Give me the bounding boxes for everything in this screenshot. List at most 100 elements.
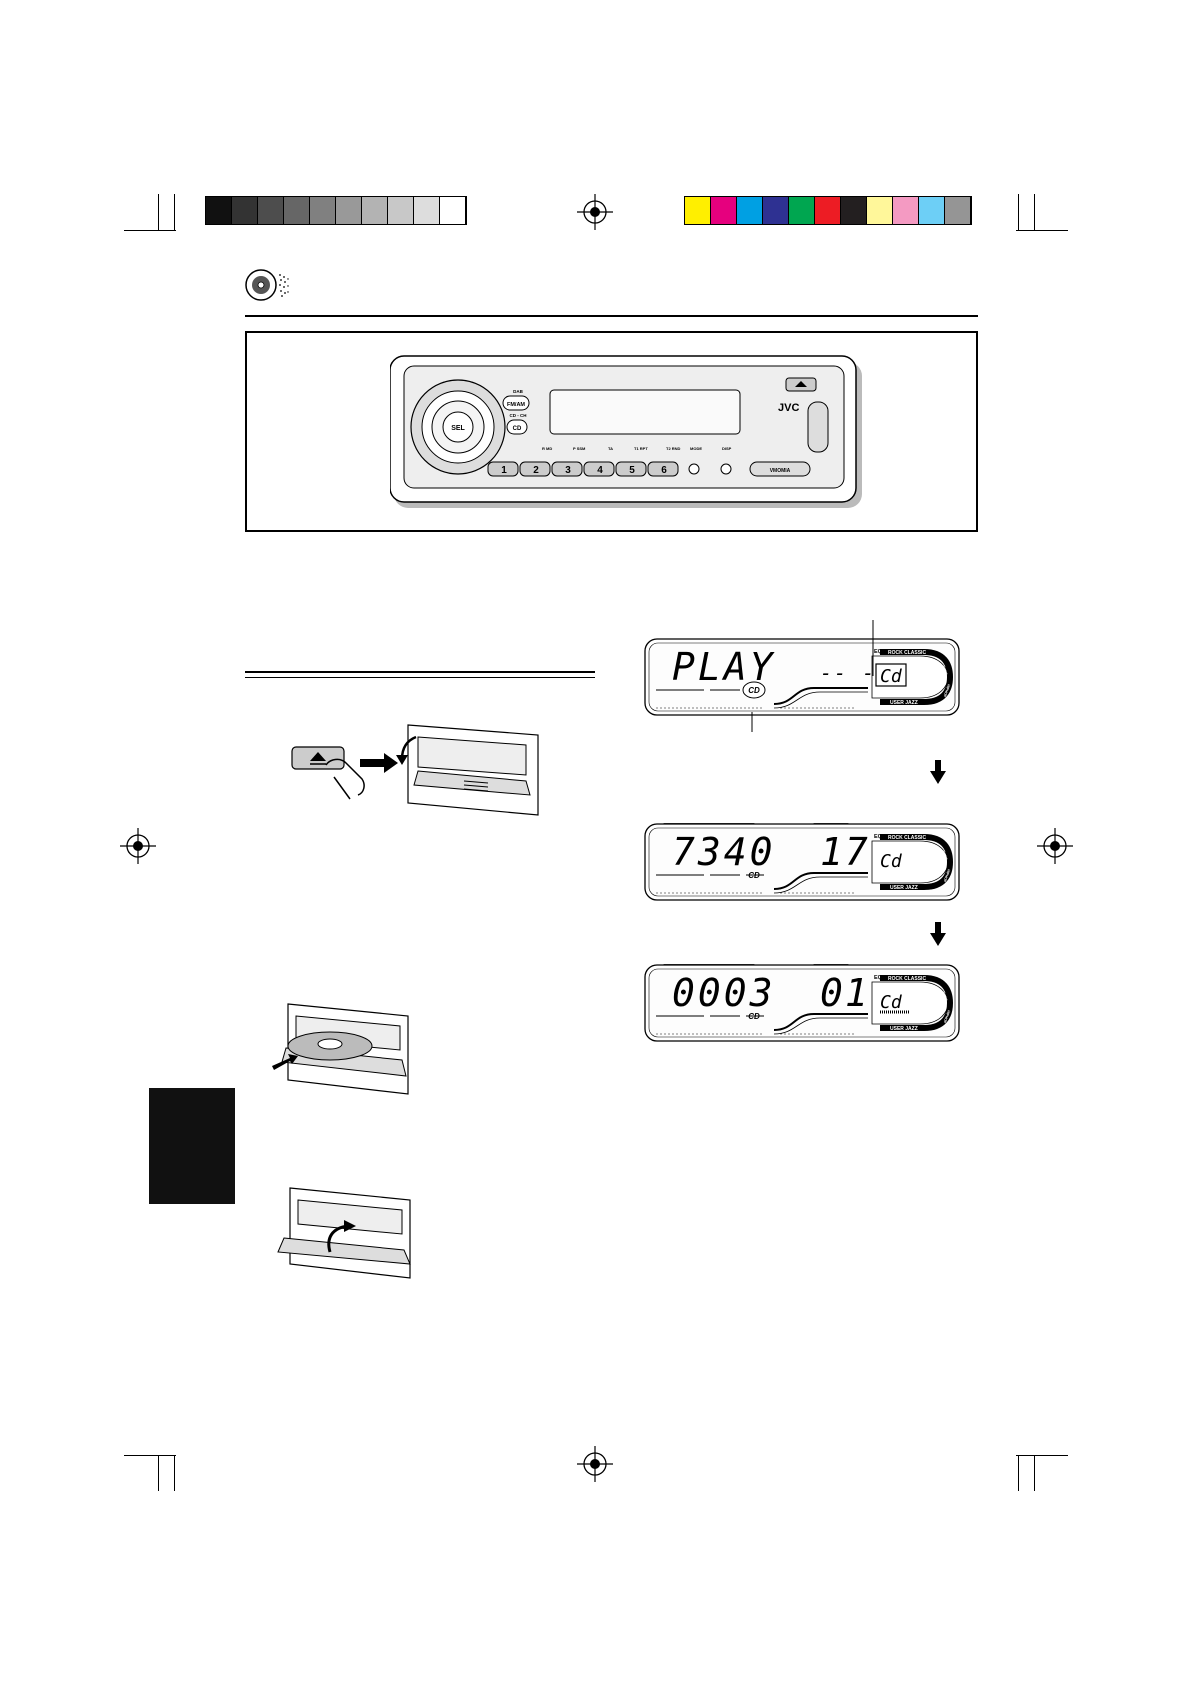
lcd-eq-right-top: POPS (941, 850, 948, 861)
color-swatch (841, 197, 867, 224)
color-swatch (737, 197, 763, 224)
gray-swatch (206, 197, 232, 224)
preset-function-label: P SSM (573, 446, 586, 451)
cd-indicator-icon (742, 681, 766, 699)
lcd-eq-bottom: USER JAZZ (890, 1026, 918, 1032)
color-swatch (867, 197, 893, 224)
cd-disc-icon (245, 269, 289, 301)
crop-mark (124, 230, 176, 231)
lcd-source-text: Cd (880, 851, 903, 872)
front-panel-illustration-box (245, 331, 978, 532)
cd-ch-label: CD - CH (510, 413, 527, 418)
lcd-cd-indicator: CD (748, 686, 760, 695)
crop-mark (1016, 230, 1068, 231)
lcd-eq-top: ROCK CLASSIC (888, 835, 926, 841)
crop-mark (158, 1455, 159, 1491)
color-swatch (893, 197, 919, 224)
preset-function-label: TA (608, 446, 613, 451)
preset-function-label: T1 RPT (634, 446, 648, 451)
color-swatch (685, 197, 711, 224)
lcd-main-text: 0003 (672, 971, 776, 1015)
arrow-down-icon (930, 922, 946, 946)
lcd-eq-right-top: POPS (941, 991, 948, 1002)
color-swatch (763, 197, 789, 224)
brand-logo: JVC (778, 402, 799, 414)
preset-button-label: 3 (565, 465, 571, 476)
eject-icon (310, 752, 326, 761)
gray-swatch (388, 197, 414, 224)
lcd-cd-indicator: CD (748, 1012, 760, 1021)
gray-swatch (310, 197, 336, 224)
preset-button (487, 461, 519, 477)
section-rule (245, 671, 595, 673)
crop-mark (1034, 1455, 1035, 1491)
gray-swatch (284, 197, 310, 224)
preset-button (647, 461, 679, 477)
crop-mark (124, 1455, 176, 1456)
preset-function-label: R MD (542, 446, 552, 451)
gray-swatch (336, 197, 362, 224)
callout-lines (751, 620, 874, 732)
section-side-tab (149, 1088, 235, 1204)
disp-label: DISP (722, 446, 732, 451)
lcd-eq-right-bottom: HIPHOP (942, 869, 951, 884)
crop-mark (158, 194, 159, 230)
color-swatch (815, 197, 841, 224)
preset-button (615, 461, 647, 477)
dab-label: DAB (513, 389, 523, 394)
lcd-eq-label: EQ (874, 975, 883, 981)
arrow-down-icon (930, 760, 946, 784)
preset-button-label: 2 (533, 465, 539, 476)
gray-swatch (258, 197, 284, 224)
lcd-eq-right-bottom: HIPHOP (942, 684, 951, 699)
lcd-aux-text: 17 (820, 830, 870, 874)
lcd-eq-label: EQ (874, 834, 883, 840)
preset-button-label: 1 (501, 465, 507, 476)
lcd-source-text: Cd (880, 666, 903, 687)
color-swatch (919, 197, 945, 224)
sel-button-label: SEL (451, 425, 465, 432)
lcd-eq-right-bottom: HIPHOP (942, 1010, 951, 1025)
lcd-eq-label: EQ (874, 649, 883, 655)
crop-mark (1018, 194, 1019, 230)
color-swatch (945, 197, 971, 224)
section-rule-thin (245, 677, 595, 678)
color-swatch (711, 197, 737, 224)
preset-button (551, 461, 583, 477)
registration-target-icon (1037, 828, 1073, 864)
color-registration-bar (684, 196, 972, 225)
car-stereo-front-panel: SEL FM/AM CD DAB CD - CH JVC R MD P SSM … (390, 355, 862, 508)
lcd-eq-top: ROCK CLASSIC (888, 976, 926, 982)
lcd-eq-top: ROCK CLASSIC (888, 650, 926, 656)
crop-mark (1016, 1455, 1068, 1456)
eject-icon (795, 381, 807, 387)
step-close-panel-illustration (277, 1187, 411, 1279)
mode-label: MODE (690, 446, 702, 451)
registration-target-icon (120, 828, 156, 864)
lcd-cd-indicator: CD (748, 871, 760, 880)
registration-target-icon (577, 194, 613, 230)
cd-button-label: CD (513, 426, 522, 432)
gray-swatch (362, 197, 388, 224)
crop-mark (174, 194, 175, 230)
grayscale-registration-bar (205, 196, 467, 225)
header-rule (245, 315, 978, 317)
preset-button-label: 6 (661, 465, 667, 476)
step-insert-disc-illustration (272, 1003, 409, 1095)
lcd-eq-right-top: POPS (941, 665, 948, 676)
gray-swatch (414, 197, 440, 224)
preset-button (519, 461, 551, 477)
crop-mark (1018, 1455, 1019, 1491)
lcd-eq-bottom: USER JAZZ (890, 885, 918, 891)
registration-target-icon (577, 1446, 613, 1482)
gray-swatch (232, 197, 258, 224)
fm-am-button-label: FM/AM (507, 402, 525, 408)
arrow-right-icon (360, 753, 398, 773)
lcd-eq-bottom: USER JAZZ (890, 700, 918, 706)
lcd-source-text: Cd (880, 992, 903, 1013)
lcd-main-text: 7340 (672, 830, 776, 874)
lcd-aux-text: 01 (820, 971, 870, 1015)
